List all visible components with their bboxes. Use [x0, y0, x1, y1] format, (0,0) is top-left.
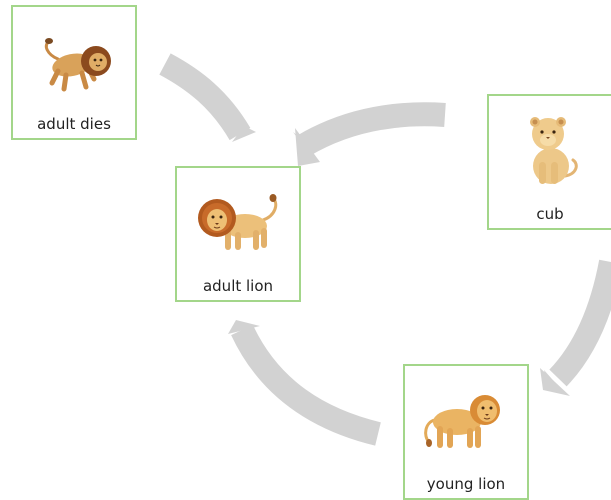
- lion-cub-icon: [515, 110, 585, 190]
- stage-label-cub: cub: [489, 205, 611, 223]
- stage-label-adult-lion: adult lion: [177, 277, 299, 295]
- stage-card-adult-dies: adult dies: [11, 5, 137, 140]
- arrow-young-lion-to-adult-lion: [228, 320, 378, 434]
- stage-label-young-lion: young lion: [405, 475, 527, 493]
- young-lion-icon: [421, 386, 511, 456]
- stage-card-young-lion: young lion: [403, 364, 529, 500]
- stage-card-adult-lion: adult lion: [175, 166, 301, 302]
- arrow-adult-lion-to-cub: [293, 114, 445, 166]
- stage-card-cub: cub: [487, 94, 611, 230]
- arrow-adult-lion-to-adult-dies: [165, 64, 256, 142]
- stage-label-adult-dies: adult dies: [13, 115, 135, 133]
- arrow-cub-to-young-lion: [540, 262, 611, 396]
- dying-lion-icon: [28, 31, 120, 95]
- adult-lion-icon: [193, 190, 283, 256]
